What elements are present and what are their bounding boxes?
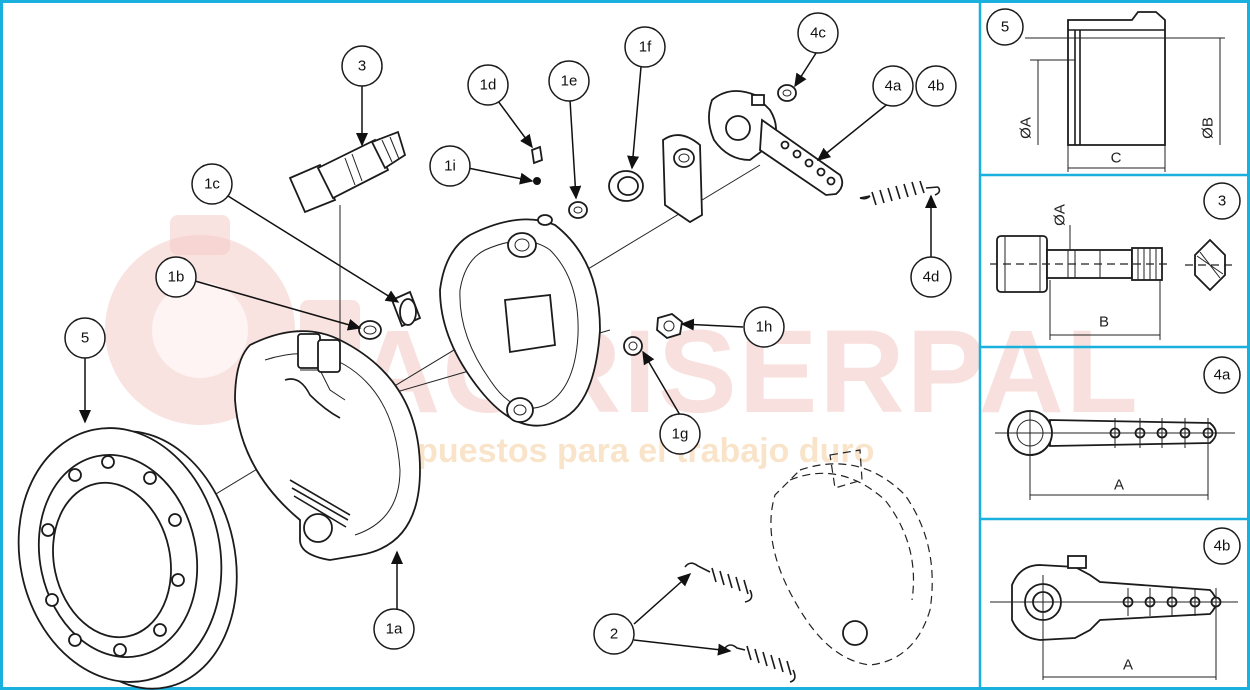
panel-drum-dim-b: ØB [1200, 117, 1217, 139]
brake-shoe-part [234, 330, 421, 561]
washer-part-1b [358, 320, 382, 340]
callout-3: 3 [341, 45, 383, 87]
panel-cam-dim-b: B [1099, 314, 1109, 331]
circlip-part-4c [777, 84, 797, 102]
panel-lever-4a-dim-a: A [1114, 477, 1124, 494]
callout-4b: 4b [915, 65, 957, 107]
callout-1i: 1i [429, 145, 471, 187]
callout-5: 5 [64, 317, 106, 359]
cam-shaft-part [288, 130, 407, 214]
backing-plate-part [439, 214, 601, 427]
detail-panel-lever-4a: 4a A [995, 356, 1241, 500]
callout-1b-label: 1b [168, 269, 185, 286]
panel-lever-4a-number: 4a [1214, 367, 1231, 384]
callout-4a: 4a [872, 65, 914, 107]
detail-panel-cam: 3 ØA B [990, 182, 1241, 340]
callout-1f-label: 1f [639, 39, 652, 56]
callout-4c-label: 4c [810, 25, 826, 42]
callout-2-label: 2 [610, 626, 618, 643]
callout-4a-label: 4a [885, 78, 902, 95]
callout-1h: 1h [743, 306, 785, 348]
panel-lever-4b-dim-a: A [1123, 657, 1133, 674]
callout-1a: 1a [373, 608, 415, 650]
ball-part-1i [533, 177, 541, 185]
panel-drum-number: 5 [1001, 19, 1009, 36]
callout-1c: 1c [191, 163, 233, 205]
callout-2: 2 [593, 613, 635, 655]
bracket-plate-part [662, 134, 703, 224]
callout-1d-label: 1d [480, 77, 497, 94]
watermark-tagline: repuestos para el trabajo duro [385, 432, 874, 470]
callout-1f: 1f [624, 26, 666, 68]
callout-1c-label: 1c [204, 176, 220, 193]
callout-4d: 4d [910, 256, 952, 298]
spring-part-4d [859, 180, 941, 206]
brake-drum-part [17, 427, 238, 690]
callout-1g: 1g [659, 413, 701, 455]
detail-panel-lever-4b: 4b A [990, 527, 1241, 680]
callout-1h-label: 1h [756, 319, 773, 336]
washer-part-1g [623, 336, 643, 356]
nut-part-1h [656, 313, 683, 340]
slack-adjuster-part [708, 90, 844, 196]
callout-1a-label: 1a [386, 621, 403, 638]
callout-1b: 1b [155, 256, 197, 298]
callout-leaders [79, 49, 937, 656]
return-springs-part-2 [684, 449, 933, 683]
callout-4d-label: 4d [923, 269, 940, 286]
detail-panel-drum: 5 ØA ØB C [986, 8, 1225, 172]
callout-1g-label: 1g [672, 426, 689, 443]
panel-drum-dim-c: C [1111, 150, 1122, 167]
panel-drum-dim-a: ØA [1018, 117, 1035, 139]
callout-3-label: 3 [358, 58, 366, 75]
callout-1e-label: 1e [561, 73, 578, 90]
callout-5-label: 5 [81, 330, 89, 347]
callout-4c: 4c [797, 12, 839, 54]
panel-cam-dim-a: ØA [1052, 204, 1069, 226]
callout-1i-label: 1i [444, 158, 456, 175]
callout-1e: 1e [548, 60, 590, 102]
grease-nipple-part-1d [530, 145, 544, 165]
ring-part-1e [568, 201, 588, 219]
panel-cam-number: 3 [1218, 193, 1226, 210]
callout-4b-label: 4b [928, 78, 945, 95]
watermark-logo [105, 215, 360, 425]
bushing-part-1f [608, 170, 644, 202]
panel-lever-4b-number: 4b [1214, 538, 1231, 555]
callout-1d: 1d [467, 64, 509, 106]
